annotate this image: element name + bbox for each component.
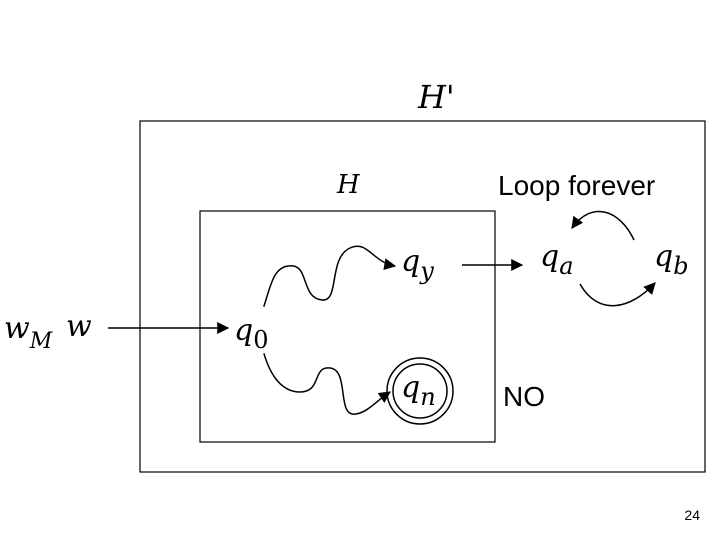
page-number: 24 — [684, 507, 700, 523]
state-qb: qb — [645, 233, 699, 287]
transition-q0-qy — [261, 245, 397, 313]
svg-text:qn: qn — [401, 370, 436, 411]
svg-text:qa: qa — [540, 239, 574, 280]
accept-state-inner-ring — [392, 363, 448, 419]
state-qa: qa — [529, 233, 583, 287]
input-labels: wM w — [4, 309, 92, 354]
no-label: NO — [503, 381, 545, 412]
input-w-label: w — [66, 309, 92, 344]
inner-machine-label: H — [336, 170, 361, 200]
state-qn: qn — [386, 357, 454, 425]
input-wm-label: wM — [4, 311, 53, 354]
svg-text:qb: qb — [654, 239, 689, 280]
svg-text:qy: qy — [401, 244, 434, 285]
state-qy: qy — [397, 238, 451, 292]
transition-q0-qn — [261, 345, 391, 415]
transition-qb-qa — [571, 210, 635, 241]
outer-machine-label: H' — [417, 78, 455, 116]
loop-forever-label: Loop forever — [498, 170, 655, 201]
accept-state-outer-ring — [386, 357, 454, 425]
transition-qa-qb — [579, 282, 656, 307]
svg-text:q0: q0 — [234, 313, 269, 354]
state-q0: q0 — [231, 305, 281, 355]
